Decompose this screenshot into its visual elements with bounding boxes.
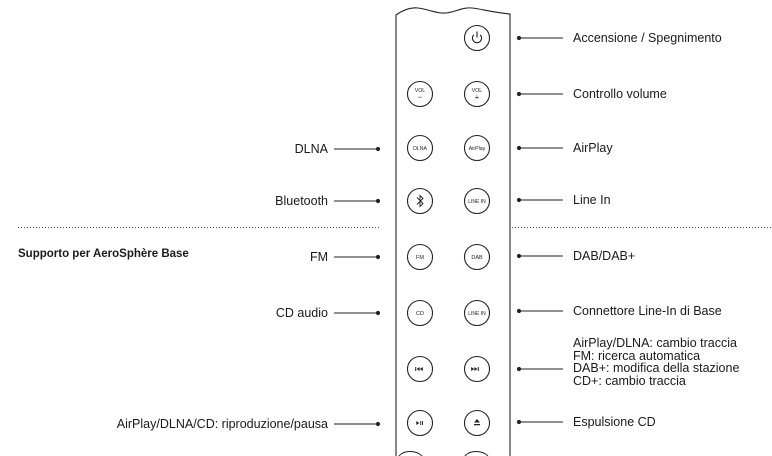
eject-icon bbox=[474, 419, 480, 426]
dlna-button-label: DLNA bbox=[413, 146, 427, 152]
volume-up-label: VOL bbox=[472, 88, 482, 94]
leader-lines-right bbox=[516, 35, 563, 425]
volume-down-label: VOL bbox=[415, 88, 425, 94]
label-volume: Controllo volume bbox=[573, 87, 667, 101]
label-airplay: AirPlay bbox=[573, 141, 613, 155]
label-fm: FM bbox=[309, 250, 328, 264]
volume-down-button[interactable]: VOL − bbox=[406, 80, 434, 108]
label-track-navigation: AirPlay/DLNA: cambio traccia FM: ricerca… bbox=[573, 336, 740, 388]
label-eject: Espulsione CD bbox=[573, 415, 656, 429]
dlna-button[interactable]: DLNA bbox=[406, 134, 434, 162]
base-line-in-button[interactable]: LINE IN bbox=[463, 299, 491, 327]
airplay-button[interactable]: AirPlay bbox=[463, 134, 491, 162]
cd-button-label: CD bbox=[416, 311, 424, 317]
label-dab: DAB/DAB+ bbox=[573, 249, 636, 263]
label-line-in: Line In bbox=[573, 193, 611, 207]
label-power: Accensione / Spegnimento bbox=[573, 31, 722, 45]
fm-button-label: FM bbox=[416, 255, 424, 261]
previous-track-icon bbox=[415, 367, 423, 371]
line-in-button-label: LINE IN bbox=[468, 199, 486, 205]
play-pause-button[interactable] bbox=[406, 409, 434, 437]
label-cd-audio: CD audio bbox=[275, 306, 328, 320]
volume-down-sign: − bbox=[418, 93, 423, 102]
leader-lines-left bbox=[334, 146, 381, 427]
previous-track-button[interactable] bbox=[406, 355, 434, 383]
volume-up-button[interactable]: VOL + bbox=[463, 80, 491, 108]
dab-button-label: DAB bbox=[471, 255, 483, 261]
label-line-in-base: Connettore Line-In di Base bbox=[573, 304, 722, 318]
base-line-in-button-label: LINE IN bbox=[468, 311, 486, 317]
bluetooth-button[interactable] bbox=[406, 187, 434, 215]
remote-bottom-button-partial-2 bbox=[464, 451, 489, 456]
label-play-pause: AirPlay/DLNA/CD: riproduzione/pausa bbox=[116, 417, 328, 431]
cd-button[interactable]: CD bbox=[406, 299, 434, 327]
label-bluetooth: Bluetooth bbox=[275, 194, 328, 208]
remote-body-outline bbox=[395, 7, 511, 456]
fm-button[interactable]: FM bbox=[406, 243, 434, 271]
airplay-button-label: AirPlay bbox=[469, 146, 486, 152]
volume-up-sign: + bbox=[475, 93, 480, 102]
dab-button[interactable]: DAB bbox=[463, 243, 491, 271]
power-icon bbox=[471, 31, 483, 44]
next-track-button[interactable] bbox=[463, 355, 491, 383]
eject-button[interactable] bbox=[463, 409, 491, 437]
play-pause-icon bbox=[416, 421, 423, 425]
power-button[interactable] bbox=[463, 24, 491, 52]
section-title: Supporto per AeroSphère Base bbox=[18, 248, 189, 260]
bluetooth-icon bbox=[416, 194, 424, 208]
remote-bottom-button-partial bbox=[398, 451, 423, 456]
label-dlna: DLNA bbox=[294, 142, 328, 156]
next-track-icon bbox=[471, 367, 479, 371]
line-in-button[interactable]: LINE IN bbox=[463, 187, 491, 215]
